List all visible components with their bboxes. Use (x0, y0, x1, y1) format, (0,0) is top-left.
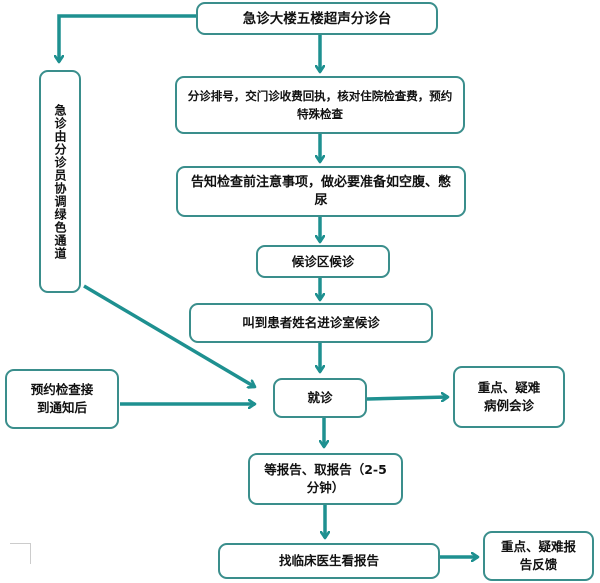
node-see-doctor: 找临床医生看报告 (218, 543, 440, 579)
node-triage-desk: 急诊大楼五楼超声分诊台 (196, 2, 438, 35)
node-feedback-label: 重点、疑难报告反馈 (500, 539, 576, 572)
arrow-triage-to-green-channel (59, 14, 196, 62)
node-triage-desk-label: 急诊大楼五楼超声分诊台 (242, 10, 392, 27)
node-see-doctor-label: 找临床医生看报告 (278, 553, 379, 568)
node-appointment-label: 预约检查接到通知后 (30, 382, 94, 415)
corner-crop-mark (10, 543, 31, 564)
node-registration-label: 分诊排号，交门诊收费回执，核对住院检查费，预约特殊检查 (187, 89, 453, 121)
node-call-patient-label: 叫到患者姓名进诊室候诊 (242, 315, 380, 330)
node-green-channel: 急诊由分诊员协调绿色通道 (39, 70, 81, 293)
node-waiting-area-label: 候诊区候诊 (291, 253, 355, 269)
node-feedback: 重点、疑难报告反馈 (483, 531, 594, 581)
node-consultation: 重点、疑难病例会诊 (453, 366, 565, 428)
node-call-patient: 叫到患者姓名进诊室候诊 (189, 303, 433, 343)
arrow-green-channel-to-exam (83, 284, 255, 387)
node-appointment: 预约检查接到通知后 (5, 369, 119, 429)
node-green-channel-label: 急诊由分诊员协调绿色通道 (53, 103, 67, 260)
node-consultation-label: 重点、疑难病例会诊 (477, 380, 541, 413)
node-wait-report: 等报告、取报告（2-5分钟） (248, 453, 403, 505)
node-notice: 告知检查前注意事项，做必要准备如空腹、憋尿 (176, 166, 466, 217)
node-examination-label: 就诊 (307, 390, 333, 405)
node-registration: 分诊排号，交门诊收费回执，核对住院检查费，预约特殊检查 (175, 76, 465, 134)
node-waiting-area: 候诊区候诊 (256, 245, 390, 278)
node-wait-report-label: 等报告、取报告（2-5分钟） (264, 462, 387, 495)
arrow-exam-to-consultation (366, 397, 448, 399)
node-notice-label: 告知检查前注意事项，做必要准备如空腹、憋尿 (190, 174, 451, 208)
node-examination: 就诊 (273, 378, 367, 418)
